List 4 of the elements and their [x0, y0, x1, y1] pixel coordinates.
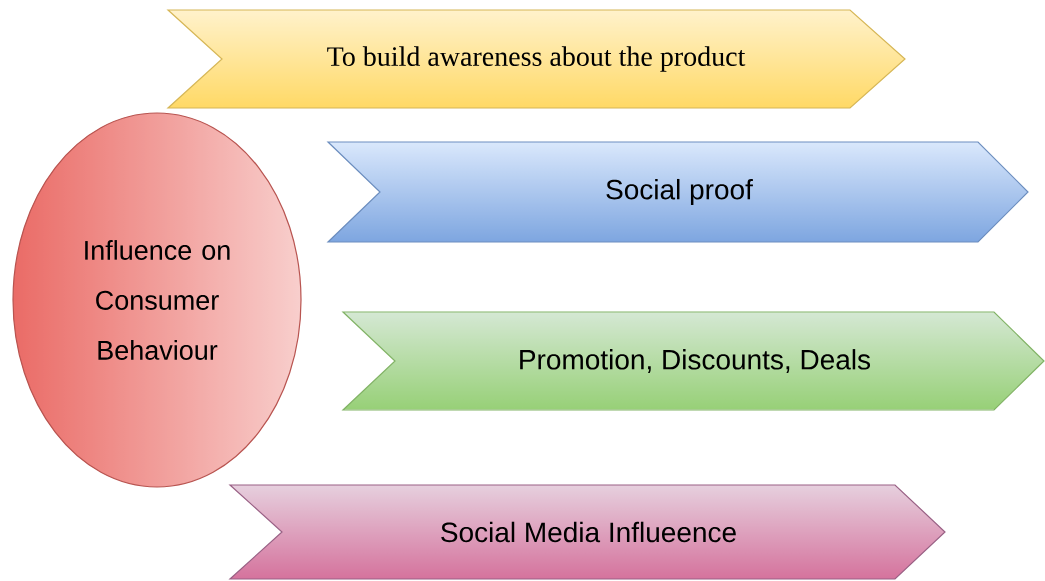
- chevron-banner: Social proof: [326, 141, 1029, 243]
- chevron-banner: Promotion, Discounts, Deals: [341, 311, 1045, 411]
- chevron-banner: Social Media Influeence: [228, 484, 946, 580]
- chevron-banner: To build awareness about the product: [166, 9, 906, 109]
